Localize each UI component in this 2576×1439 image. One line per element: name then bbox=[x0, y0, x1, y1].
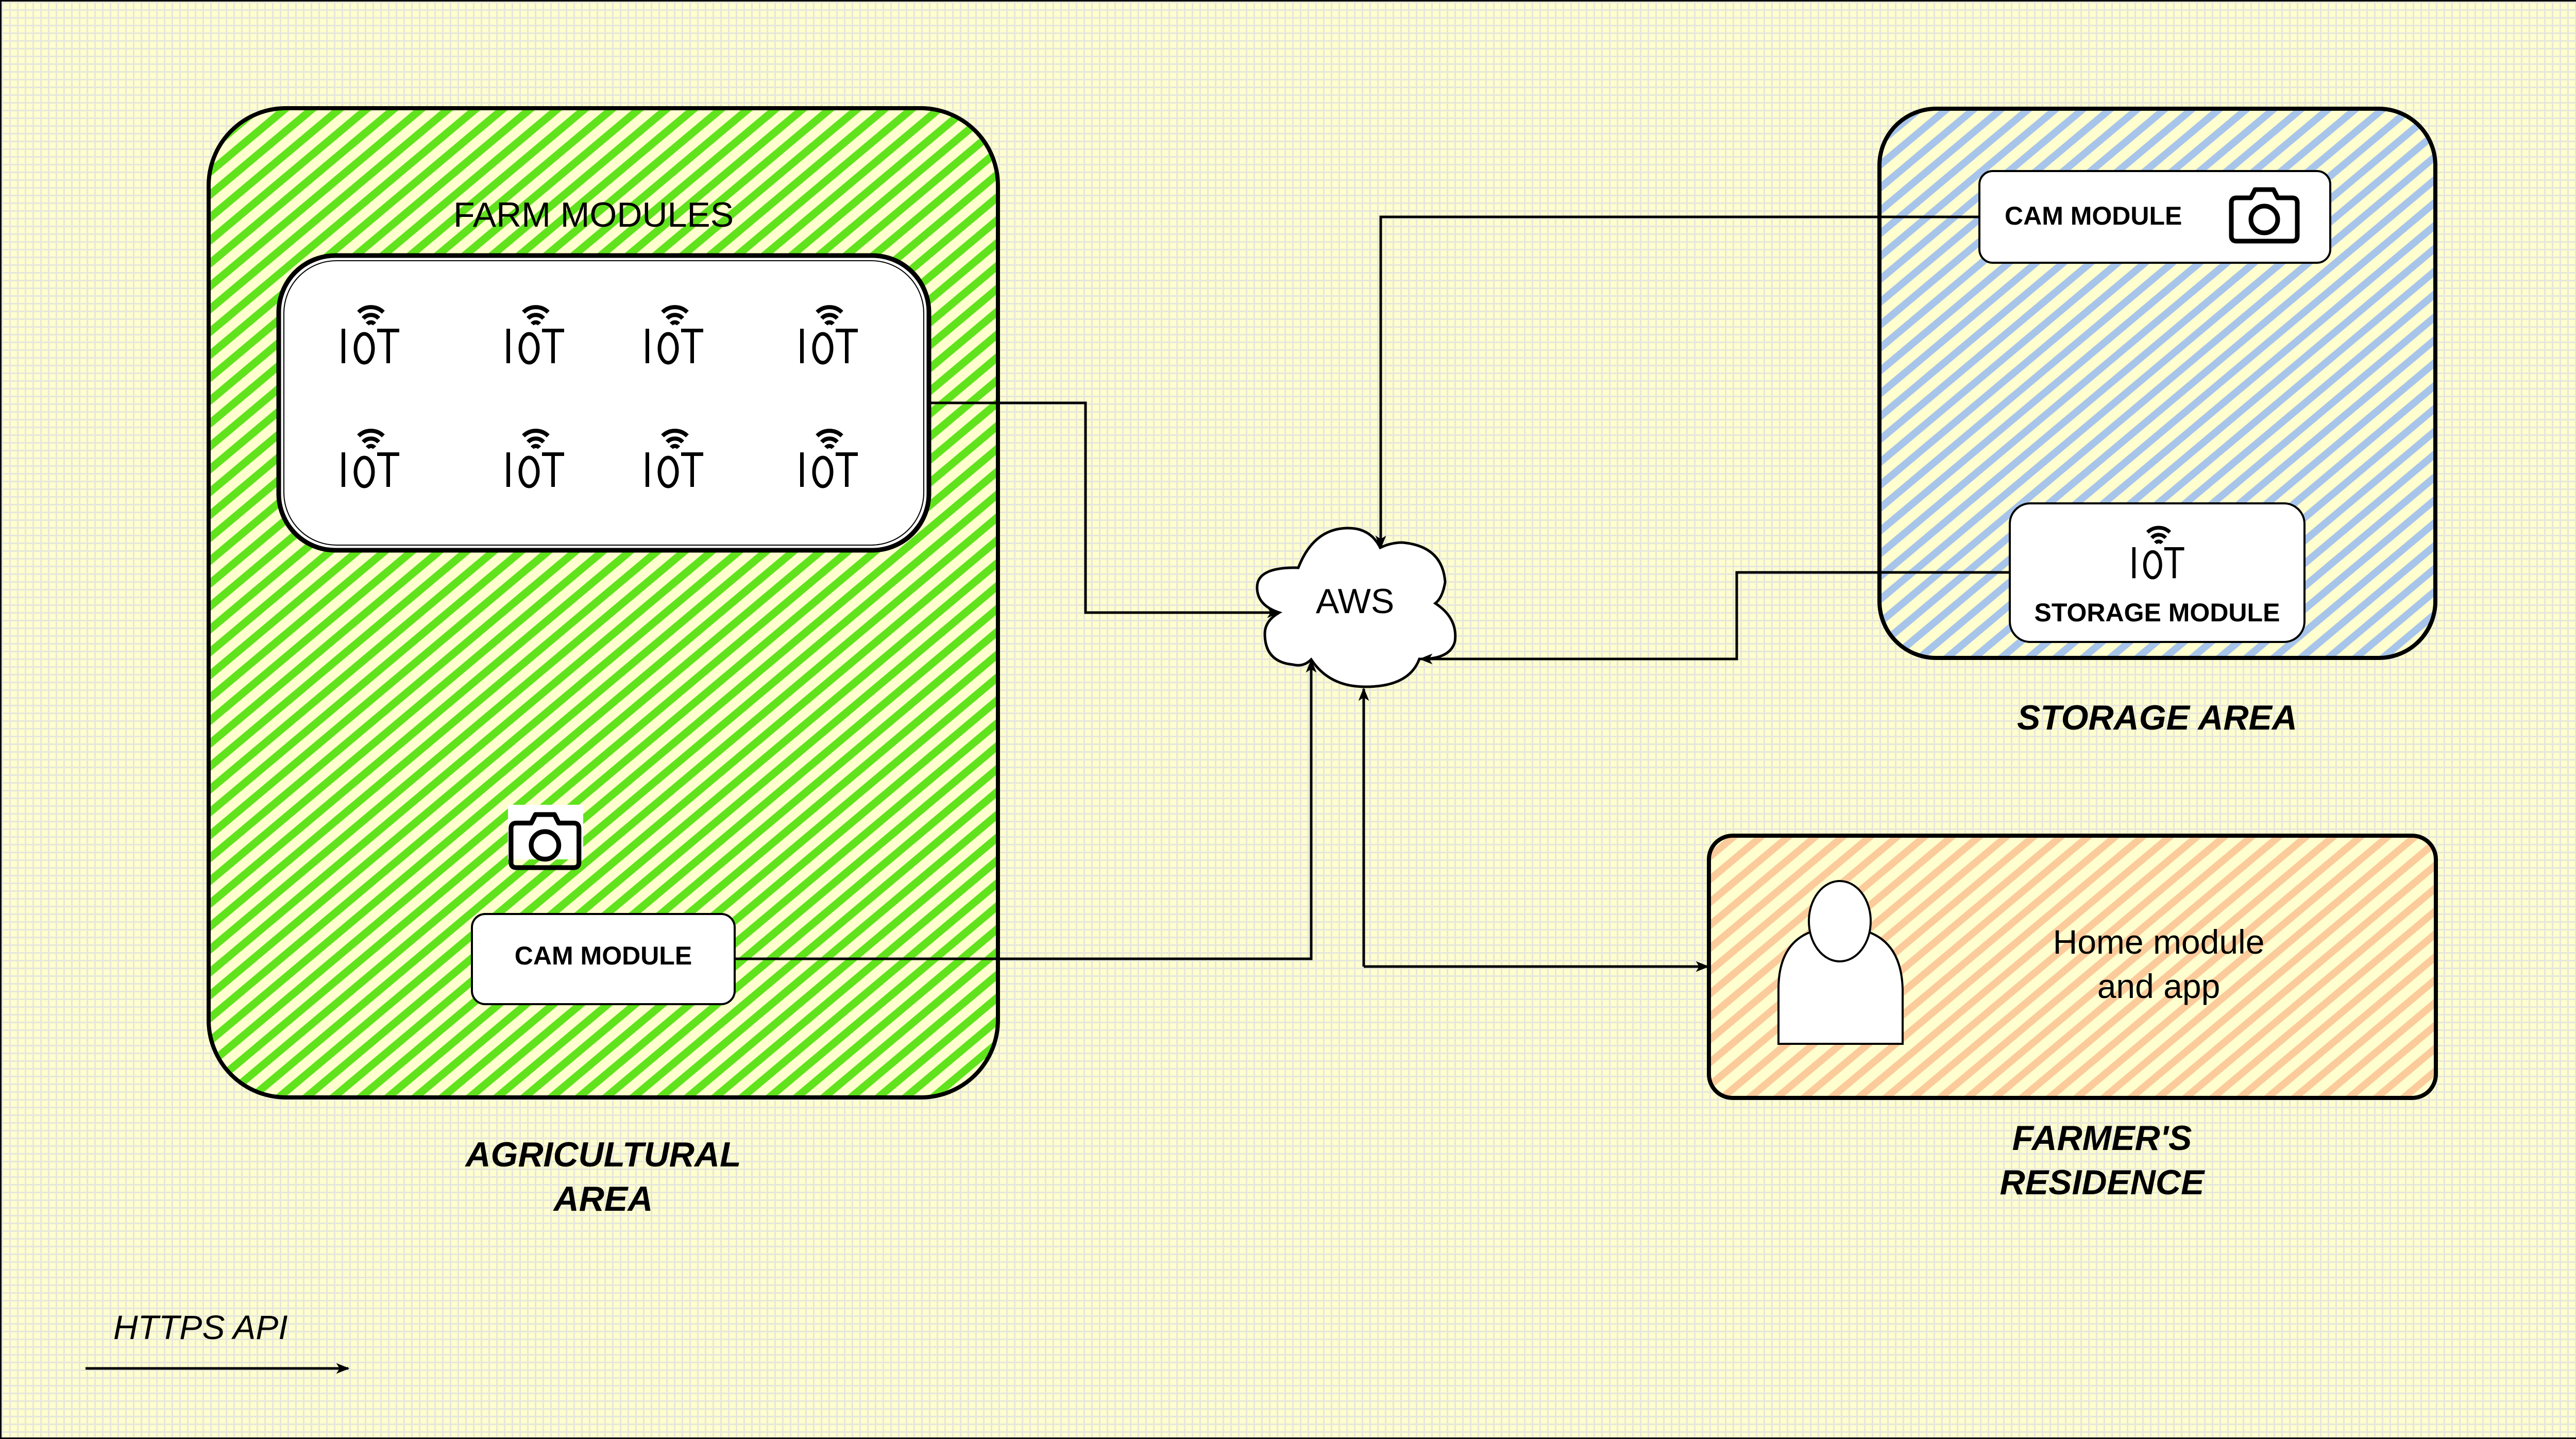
user-icon bbox=[1777, 880, 1904, 1045]
connector-storage-cam-to-aws[interactable] bbox=[1375, 215, 1979, 549]
legend-label: HTTPS API bbox=[113, 1308, 288, 1346]
agricultural-area-title-line1: AGRICULTURAL bbox=[465, 1135, 741, 1174]
residence-title: FARMER'S RESIDENCE bbox=[1896, 1116, 2308, 1205]
storage-cam-module-label: CAM MODULE bbox=[2005, 201, 2182, 230]
connector-farm-to-aws[interactable] bbox=[929, 401, 1281, 618]
home-module-text: Home module and app bbox=[1953, 920, 2365, 1008]
connector-agri-cam-to-aws[interactable] bbox=[735, 659, 1317, 960]
agricultural-cam-module-label: CAM MODULE bbox=[514, 941, 692, 970]
storage-module-label: STORAGE MODULE bbox=[2034, 598, 2280, 627]
farm-modules-title: FARM MODULES bbox=[453, 195, 734, 234]
residence-title-line2: RESIDENCE bbox=[1999, 1163, 2205, 1202]
aws-label: AWS bbox=[1315, 582, 1395, 621]
connectors bbox=[735, 215, 2010, 972]
agricultural-area-title: AGRICULTURAL AREA bbox=[397, 1132, 809, 1221]
home-module-line2: and app bbox=[2097, 967, 2221, 1005]
home-module-line1: Home module bbox=[2053, 923, 2265, 961]
agricultural-area-title-line2: AREA bbox=[553, 1179, 653, 1218]
agricultural-camera bbox=[508, 805, 583, 868]
connector-storage-module-to-aws[interactable] bbox=[1419, 571, 2010, 665]
residence-title-line1: FARMER'S bbox=[2012, 1119, 2192, 1158]
storage-area-title: STORAGE AREA bbox=[2016, 698, 2298, 737]
farm-modules-box[interactable] bbox=[276, 253, 931, 553]
